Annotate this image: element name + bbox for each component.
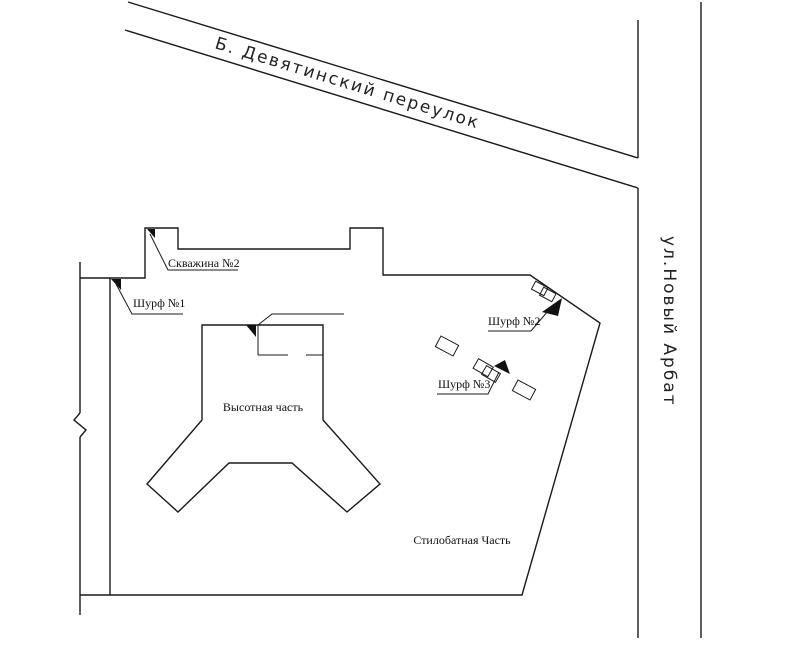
tower-marker <box>246 325 256 337</box>
pit2-block-2 <box>538 286 557 303</box>
pit3-block-2 <box>480 364 502 384</box>
tower-label: Высотная часть <box>223 400 304 414</box>
pit3-label: Шурф №3 <box>438 377 490 391</box>
borehole2-marker <box>147 229 155 238</box>
pit3-leader <box>437 371 500 395</box>
avenue-label: ул.Новый Арбат <box>659 236 679 407</box>
pit1-leader <box>115 283 183 315</box>
pit2-leader <box>488 303 555 332</box>
tower-leader <box>257 313 344 326</box>
pit3-block-1 <box>472 357 494 378</box>
pit2-block-1 <box>530 280 549 297</box>
lane-edge-south <box>124 29 639 189</box>
lane-label: Б. Девятинский переулок <box>213 34 483 134</box>
borehole2-leader <box>149 233 238 271</box>
break-mark <box>73 412 87 438</box>
podium-outline <box>109 227 601 596</box>
pit-block-east <box>511 379 537 401</box>
podium-label: Стилобатная Часть <box>413 533 511 547</box>
pit-block-west <box>434 335 460 357</box>
pit1-label: Шурф №1 <box>133 296 185 310</box>
borehole2-label: Скважина №2 <box>168 256 240 270</box>
tower-outline <box>146 324 381 513</box>
pit2-label: Шурф №2 <box>488 314 540 328</box>
pit3-marker <box>494 360 510 374</box>
lane-edge-north <box>127 1 639 159</box>
